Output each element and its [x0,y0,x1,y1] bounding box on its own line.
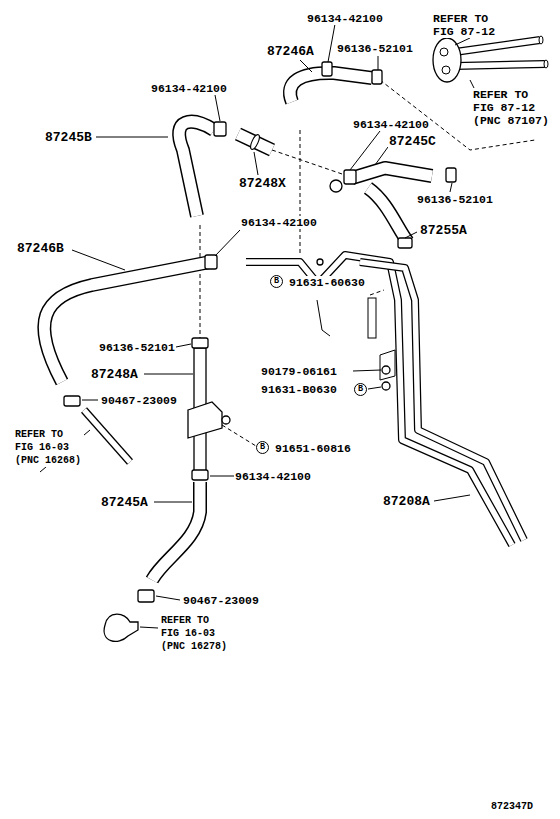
part-name: 87245A [100,495,149,510]
part-number: 91631-B0630 [260,383,338,396]
part-name: 87245B [44,130,93,145]
part-number: 91651-60816 [274,442,352,455]
drawing-number: 872347D [490,800,534,813]
part-number: 96134-42100 [240,216,318,229]
part-number: 96136-52101 [416,193,494,206]
part-name: 87248X [238,176,287,191]
part-name: 87246B [16,241,65,256]
part-number: 96134-42100 [234,470,312,483]
part-name: 87245C [388,134,437,149]
part-number: 96134-42100 [306,12,384,25]
part-number: 90467-23009 [100,394,178,407]
reference-note: REFER TO FIG 16-03 (PNC 16268) [14,428,84,467]
bolt-marker: B [270,275,283,288]
fittings [84,410,138,641]
part-number: 96134-42100 [150,82,228,95]
part-name: 87246A [266,44,315,59]
reference-note: REFER TO FIG 87-12 (PNC 87107) [472,88,552,127]
hoses [44,73,524,580]
part-name: 87248A [90,367,139,382]
part-number: 91631-60630 [288,276,366,289]
pipe-bracket [188,298,395,476]
reference-note: REFER TO FIG 87-12 [432,12,497,38]
leader-lines [40,24,495,628]
reference-note: REFER TO FIG 16-03 (PNC 16278) [160,614,230,653]
part-number: 90467-23009 [182,594,260,607]
heater-flange [433,36,548,82]
hose-clamps [64,62,456,602]
part-number: 90179-06161 [260,365,338,378]
part-number: 96136-52101 [98,341,176,354]
bolt-marker: B [256,441,269,454]
bolt-marker: B [354,383,367,396]
part-number: 96134-42100 [352,118,430,131]
part-name: 87208A [382,494,431,509]
part-number: 96136-52101 [336,42,414,55]
part-name: 87255A [419,223,468,238]
